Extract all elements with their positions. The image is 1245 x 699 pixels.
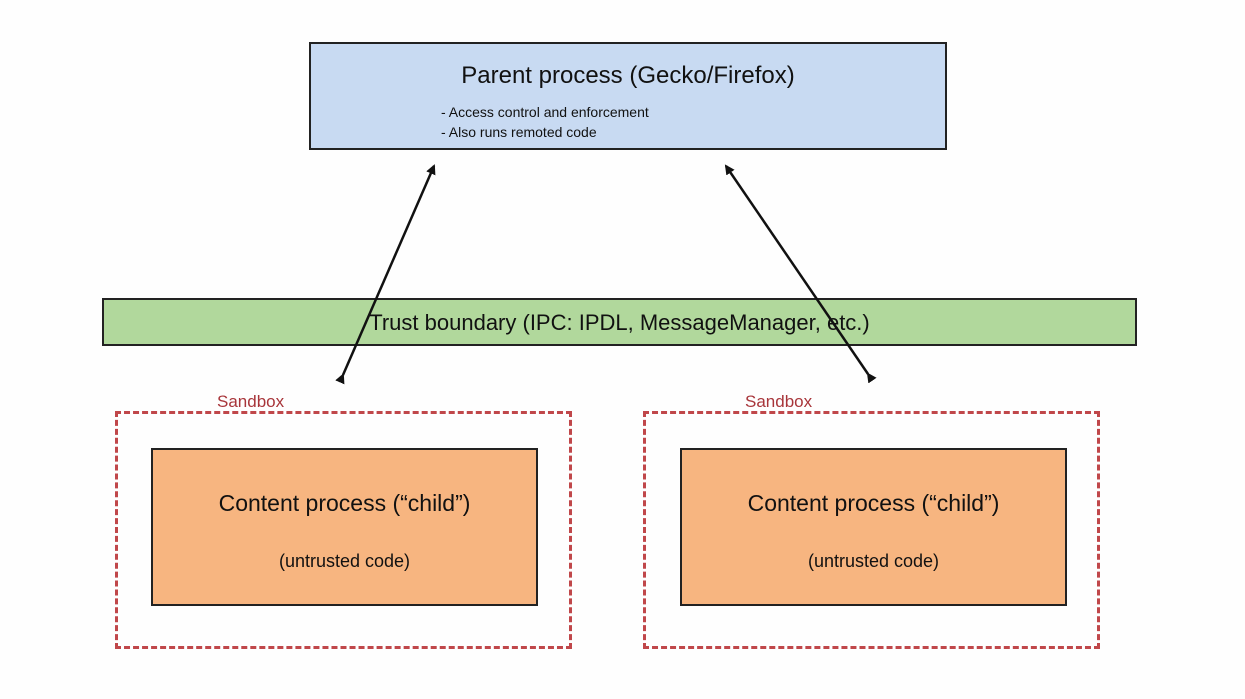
sandbox-label-left: Sandbox <box>217 392 285 411</box>
content-process-subtitle-left: (untrusted code) <box>278 551 411 571</box>
content-process-subtitle-right: (untrusted code) <box>807 551 940 571</box>
content-process-title-right: Content process (“child”) <box>747 490 1000 516</box>
sandbox-label-right: Sandbox <box>745 392 813 411</box>
sandbox-left <box>115 411 572 649</box>
parent-process-box: Parent process (Gecko/Firefox) - Access … <box>309 42 947 150</box>
parent-process-title: Parent process (Gecko/Firefox) <box>461 62 795 89</box>
parent-bullet-remoted-code: - Also runs remoted code <box>441 124 597 140</box>
content-process-box-right: Content process (“child”) (untrusted cod… <box>680 448 1067 606</box>
content-process-title-left: Content process (“child”) <box>218 490 471 516</box>
parent-bullet-access-control: - Access control and enforcement <box>441 104 649 120</box>
trust-boundary-label: Trust boundary (IPC: IPDL, MessageManage… <box>369 310 870 335</box>
parent-process-bullets: - Access control and enforcement - Also … <box>441 102 649 142</box>
content-process-box-left: Content process (“child”) (untrusted cod… <box>151 448 538 606</box>
sandbox-right <box>643 411 1100 649</box>
trust-boundary-bar: Trust boundary (IPC: IPDL, MessageManage… <box>102 298 1137 346</box>
